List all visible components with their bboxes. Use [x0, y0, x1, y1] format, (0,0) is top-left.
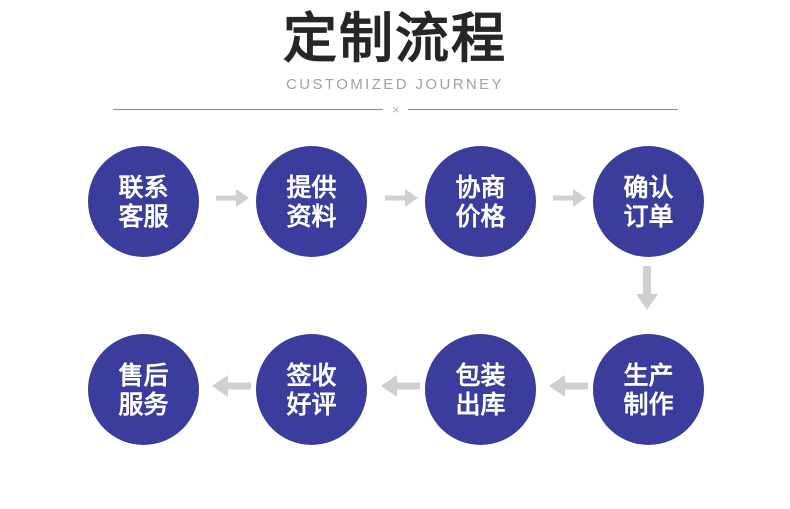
flow-node-label: 签收 好评 [286, 360, 337, 419]
flow-node-negotiate-price[interactable]: 协商 价格 [425, 146, 536, 257]
flow-node-packaging-shipping[interactable]: 包装 出库 [425, 334, 536, 445]
flow-node-contact-service[interactable]: 联系 客服 [88, 146, 199, 257]
arrow-right-icon [385, 186, 418, 210]
page-header: 定制流程 CUSTOMIZED JOURNEY [0, 0, 790, 94]
flow-node-production[interactable]: 生产 制作 [593, 334, 704, 445]
arrow-right-icon [216, 186, 249, 210]
arrow-down-icon [634, 266, 660, 310]
arrow-right-icon [553, 186, 586, 210]
flow-node-label: 确认 订单 [623, 172, 674, 231]
flow-node-label: 联系 客服 [118, 172, 169, 231]
flow-node-after-sales[interactable]: 售后 服务 [88, 334, 199, 445]
flow-node-label: 协商 价格 [455, 172, 506, 231]
flow-node-label: 售后 服务 [118, 360, 169, 419]
flow-node-label: 生产 制作 [623, 360, 674, 419]
flow-node-provide-materials[interactable]: 提供 资料 [256, 146, 367, 257]
flow-node-label: 包装 出库 [455, 360, 506, 419]
flow-node-label: 提供 资料 [286, 172, 337, 231]
page-title: 定制流程 [283, 7, 507, 70]
title-divider: × [113, 100, 678, 118]
flow-node-confirm-order[interactable]: 确认 订单 [593, 146, 704, 257]
divider-rule-right [408, 108, 678, 110]
arrow-left-icon [381, 372, 420, 400]
arrow-left-icon [212, 372, 251, 400]
arrow-left-icon [549, 372, 588, 400]
page-subtitle: CUSTOMIZED JOURNEY [286, 76, 504, 93]
divider-rule-left [113, 108, 383, 110]
flow-node-receipt-review[interactable]: 签收 好评 [256, 334, 367, 445]
divider-x-icon: × [391, 101, 400, 117]
